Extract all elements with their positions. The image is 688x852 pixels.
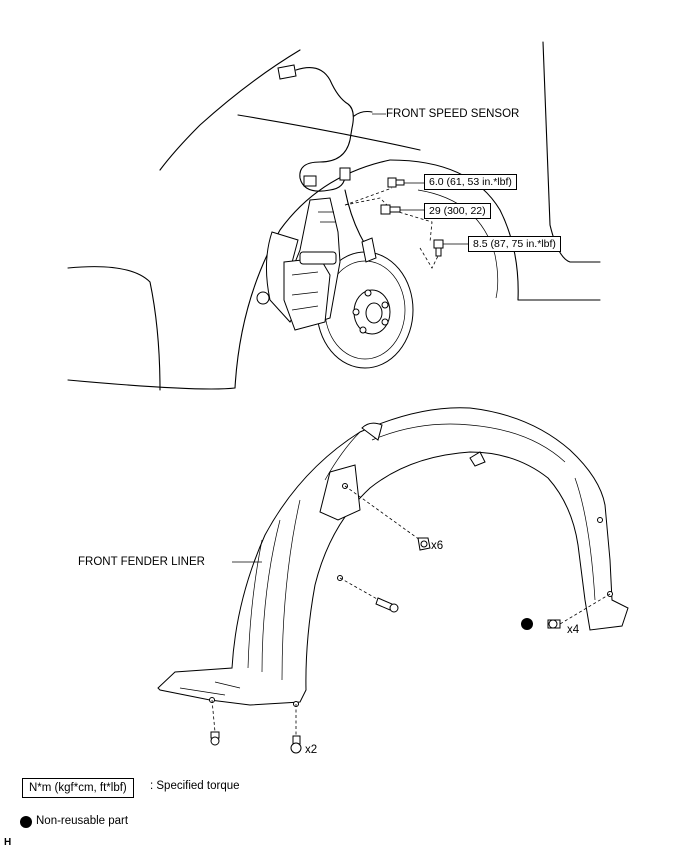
nonreusable-marker-icon (521, 618, 533, 630)
legend-nonreusable-icon (20, 816, 32, 828)
corner-mark: H (4, 837, 12, 848)
clip-quantity-label: x6 (431, 540, 444, 552)
legend-nonreusable-description: Non-reusable part (36, 815, 129, 827)
legend-torque-description: : Specified torque (150, 780, 240, 792)
bolt-icon (433, 239, 444, 257)
fender-liner-part (157, 407, 629, 707)
screw-icon (210, 731, 220, 746)
torque-callout-upper: 6.0 (61, 53 in.*lbf) (424, 174, 517, 190)
torque-callout-knuckle: 29 (300, 22) (424, 203, 491, 219)
clip-and-screw-icons (210, 537, 561, 754)
screw-icon (290, 735, 302, 754)
bolt-icon (380, 204, 401, 215)
screw-quantity-rear-label: x4 (567, 624, 580, 636)
screw-icon (375, 597, 399, 613)
steering-knuckle-and-caliper (256, 197, 341, 331)
front-speed-sensor-label: FRONT SPEED SENSOR (386, 108, 520, 120)
torque-callout-lower: 8.5 (87, 75 in.*lbf) (468, 236, 561, 252)
clip-icon (417, 537, 431, 551)
screw-icon (547, 619, 561, 629)
screw-quantity-bottom-label: x2 (305, 744, 318, 756)
legend-torque-unit: N*m (kgf*cm, ft*lbf) (22, 778, 134, 798)
front-fender-liner-label: FRONT FENDER LINER (78, 556, 205, 568)
bolt-icons-upper (380, 177, 468, 257)
speed-sensor-harness (277, 64, 377, 263)
sensor-leader-lines (344, 113, 439, 269)
bolt-icon (387, 177, 405, 188)
